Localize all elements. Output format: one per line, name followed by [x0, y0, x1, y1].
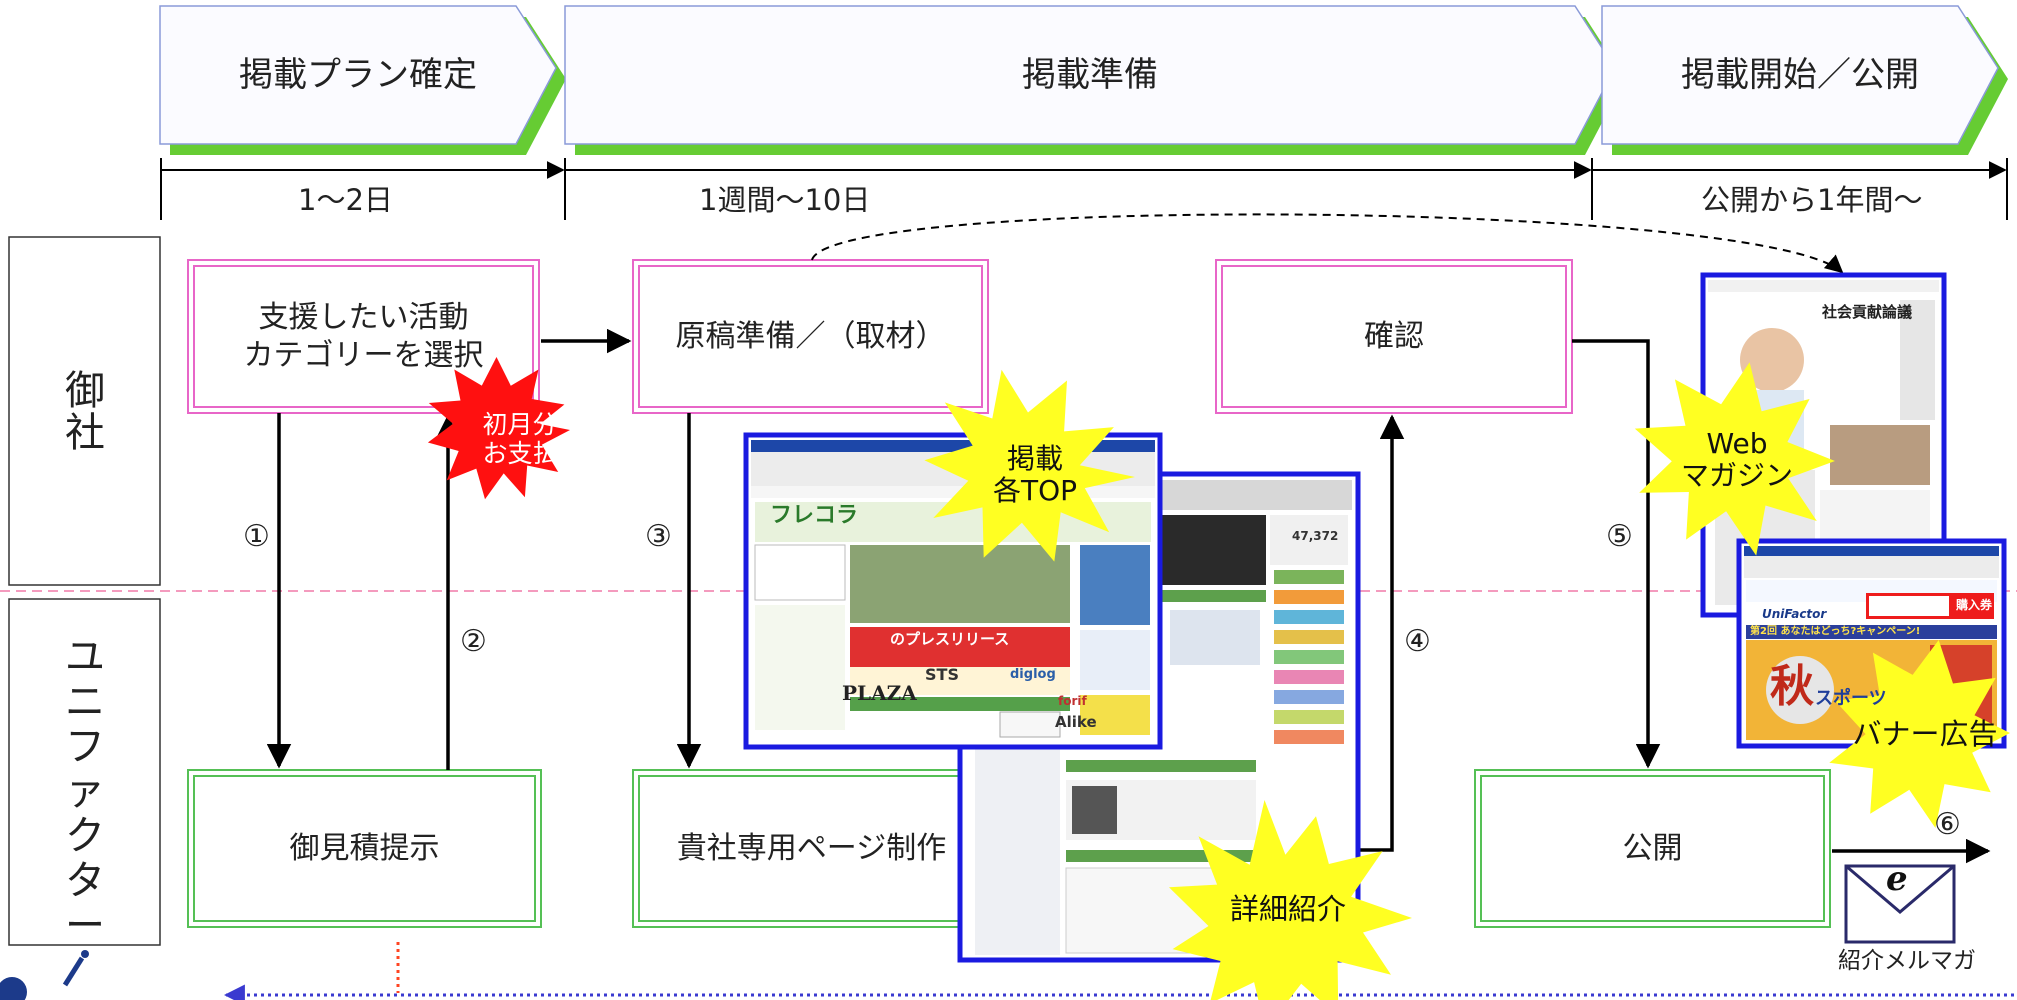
duration-label-1: 1〜2日 — [298, 183, 393, 217]
burst-webmag-shape — [1634, 362, 1835, 556]
unifactor-logo-fragment — [0, 950, 89, 1000]
duration-label-2: 1週間〜10日 — [699, 183, 871, 217]
diglog-logo: diglog — [1010, 667, 1056, 682]
box-estimate-frame — [187, 769, 542, 928]
timeline — [160, 158, 2008, 220]
box-publish: 公開 — [1622, 830, 1683, 866]
burst-detail-shape — [1169, 800, 1412, 1000]
box-publish-frame — [1474, 769, 1831, 928]
phase-label-3: 掲載開始／公開 — [1681, 55, 1919, 95]
unifactor-banner-logo: UniFactor — [1762, 607, 1827, 621]
flow-arrows — [266, 328, 1991, 864]
plaza-logo: PLAZA — [842, 681, 917, 705]
step-3: ③ — [645, 519, 672, 554]
step-2: ② — [460, 624, 487, 659]
burst-banner: バナー広告 — [1852, 717, 1998, 752]
mail-letter: e — [1886, 859, 1908, 899]
box-page: 貴社専用ページ制作 — [676, 830, 947, 866]
forif-logo: forif — [1058, 694, 1087, 708]
mail-envelope-icon — [1844, 864, 1956, 944]
step-6: ⑥ — [1934, 807, 1961, 842]
step-5: ⑤ — [1606, 519, 1633, 554]
phase-label-2: 掲載準備 — [1022, 55, 1158, 95]
purchase-badge: 購入券 — [1956, 598, 1993, 612]
burst-webmag: Web マガジン — [1680, 426, 1793, 492]
sts-logo: STS — [925, 665, 959, 684]
phase-chevron-1 — [159, 5, 566, 155]
step-1: ① — [243, 519, 270, 554]
step-4: ④ — [1404, 624, 1431, 659]
press-release-text: のプレスリリース — [890, 630, 1010, 648]
box-page-frame — [632, 769, 991, 928]
burst-payment: 初月分 お支払 — [482, 410, 558, 468]
alike-logo: Alike — [1055, 713, 1097, 731]
counter-text: 47,372 — [1292, 529, 1339, 543]
mail-label: 紹介メルマガ — [1838, 948, 1976, 974]
magazine-title: 社会貢献論議 — [1822, 303, 1913, 321]
burst-top: 掲載 各TOP — [992, 441, 1078, 507]
sports-text: スポーツ — [1815, 688, 1887, 709]
phase-chevron-3 — [1601, 5, 2008, 155]
box-confirm-frame — [1215, 259, 1573, 414]
burst-detail: 詳細紹介 — [1229, 892, 1346, 927]
row-label-client: 御社 — [65, 368, 105, 456]
phase-chevron-2 — [564, 5, 1625, 155]
campaign-text: 第2回 あなたはどっち?キャンペーン! — [1750, 626, 1921, 637]
box-confirm: 確認 — [1364, 318, 1424, 354]
box-manuscript-frame — [632, 259, 989, 414]
row-box-client — [8, 236, 161, 586]
burst-banner-shape — [1829, 640, 2010, 828]
burst-payment-shape — [427, 357, 570, 500]
dashed-curve-arrow — [811, 213, 1844, 274]
row-box-unifactor — [8, 598, 161, 946]
phase-label-1: 掲載プラン確定 — [239, 55, 477, 95]
box-select: 支援したい活動 カテゴリーを選択 — [243, 300, 484, 373]
arrow-5 — [1572, 339, 1661, 769]
box-estimate: 御見積提示 — [289, 830, 440, 866]
frecora-logo-text: フレコラ — [770, 503, 859, 528]
row-label-unifactor: ユニファクター — [65, 634, 105, 949]
burst-top-shape — [924, 369, 1135, 562]
autumn-text: 秋 — [1770, 661, 1814, 712]
box-manuscript: 原稿準備／（取材） — [675, 318, 946, 354]
duration-label-3: 公開から1年間〜 — [1701, 183, 1923, 217]
